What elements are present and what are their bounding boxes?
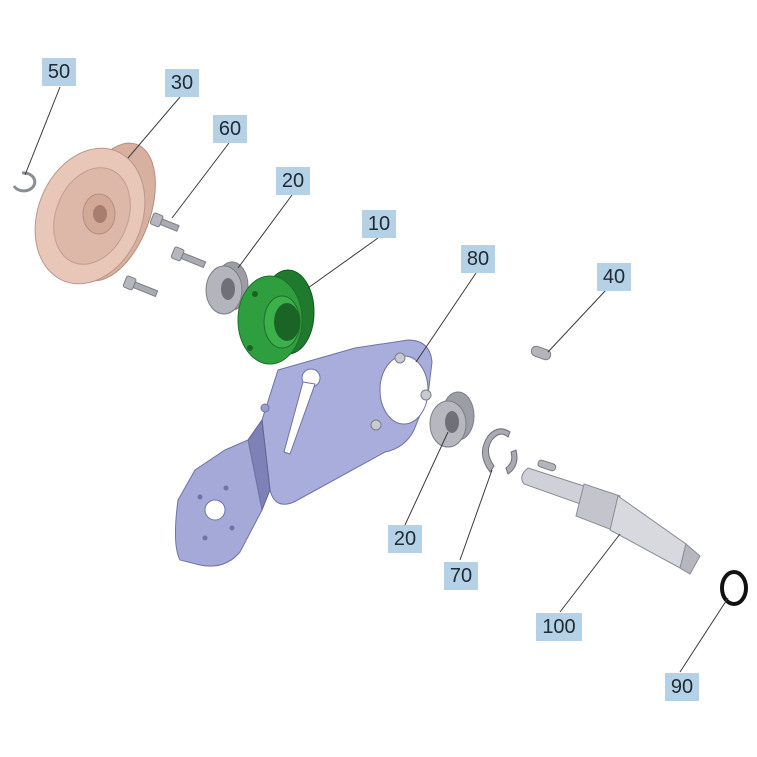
retaining-ring-50: [12, 171, 37, 193]
o-ring-90: [720, 570, 748, 606]
shaft-100: [521, 459, 701, 575]
callout-10[interactable]: 10: [362, 210, 396, 238]
flange-housing-10: [237, 269, 315, 365]
mounting-plate-80: [174, 339, 433, 567]
cap-screws-60: [122, 212, 207, 298]
callout-70[interactable]: 70: [444, 562, 478, 590]
callout-90[interactable]: 90: [665, 673, 699, 701]
callout-100[interactable]: 100: [536, 613, 582, 641]
callout-60[interactable]: 60: [213, 115, 247, 143]
callout-20-upper[interactable]: 20: [276, 167, 310, 195]
callout-20-lower[interactable]: 20: [388, 525, 422, 553]
callout-50[interactable]: 50: [42, 58, 76, 86]
callout-40[interactable]: 40: [597, 263, 631, 291]
callout-30[interactable]: 30: [165, 69, 199, 97]
circlip-70: [482, 428, 518, 475]
bearing-20-upper: [205, 261, 249, 315]
callout-80[interactable]: 80: [461, 245, 495, 273]
leader-lines: [24, 86, 729, 673]
bearing-20-lower: [429, 391, 475, 448]
key-40: [530, 345, 552, 361]
pulley-30: [34, 142, 156, 285]
